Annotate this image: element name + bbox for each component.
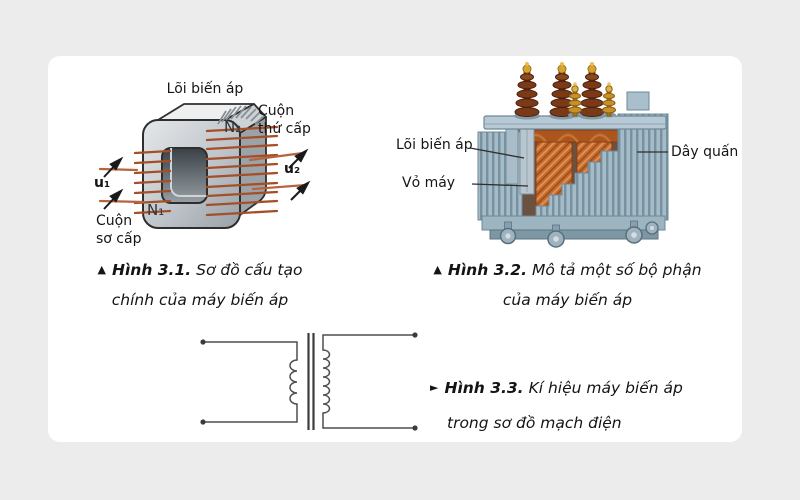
secondary-side xyxy=(322,334,416,429)
fig1-label-n2: N₂ xyxy=(224,118,242,136)
fig1-caption-text2: chính của máy biến áp xyxy=(111,291,289,309)
tank-casing xyxy=(477,113,669,240)
stepped-fins xyxy=(535,150,619,221)
corner-hatch xyxy=(217,105,265,125)
hv-bushings xyxy=(514,62,616,120)
primary-winding xyxy=(133,149,172,215)
leader-casing xyxy=(471,183,529,187)
triangle-up-marker: ▲ xyxy=(97,263,107,276)
figure-card: Lõi biến áp Cuộn thứ cấp Cuộn sơ cấp N₂ … xyxy=(48,56,742,442)
bushing-large xyxy=(579,62,605,120)
lead-wires xyxy=(98,151,308,204)
bushing-large xyxy=(514,62,540,120)
fig3-caption-text2: trong sơ đồ mạch điện xyxy=(447,414,622,432)
bushing-small xyxy=(568,82,582,118)
fig2-label-winding: Dây quấn xyxy=(671,144,739,160)
fig1-label-u1: u₁ xyxy=(94,175,111,191)
fig2-caption-text1: Mô tả một số bộ phận xyxy=(531,261,702,279)
triangle-right-marker: ► xyxy=(430,381,439,394)
terminal-dots xyxy=(200,332,418,431)
window-depth-edge xyxy=(170,148,207,197)
bushing-large xyxy=(549,62,575,120)
fig1-caption: ▲ Hình 3.1.Sơ đồ cấu tạo chính của máy bi… xyxy=(70,255,330,315)
fig1-caption-text1: Sơ đồ cấu tạo xyxy=(196,261,303,279)
tank-lid xyxy=(483,91,667,130)
fig3-caption: ► Hình 3.3.Kí hiệu máy biến áp trong sơ đ… xyxy=(430,370,715,441)
voltage-arrows xyxy=(103,148,311,210)
fig1-transformer-structure-diagram xyxy=(98,103,311,229)
fig1-label-n1: N₁ xyxy=(147,201,165,219)
fig2-transformer-cutaway xyxy=(469,62,669,248)
fig3-transformer-symbol xyxy=(200,332,418,431)
leader-core xyxy=(469,147,525,159)
fig1-label-u2: u₂ xyxy=(284,161,301,177)
leader-lines xyxy=(469,147,668,187)
fig1-label-core: Lõi biến áp xyxy=(166,81,244,97)
fig2-caption-number: Hình 3.2. xyxy=(447,261,527,279)
fig2-caption: ▲ Hình 3.2.Mô tả một số bộ phận của máy b… xyxy=(425,255,710,315)
primary-side xyxy=(202,341,298,423)
fig1-caption-number: Hình 3.1. xyxy=(112,261,192,279)
fig1-label-secondary-coil: Cuộn thứ cấp xyxy=(258,103,311,137)
base-frame xyxy=(489,229,659,240)
fig2-caption-text2: của máy biến áp xyxy=(502,291,633,309)
caster-wheels xyxy=(499,220,659,248)
secondary-winding xyxy=(205,125,279,217)
bushing-small xyxy=(602,82,616,118)
core-bars xyxy=(307,333,315,430)
right-fins xyxy=(617,113,669,221)
fig2-label-core: Lõi biến áp xyxy=(396,137,473,153)
fig3-caption-number: Hình 3.3. xyxy=(444,379,524,397)
junction-box xyxy=(626,91,650,111)
fig2-label-casing: Vỏ máy xyxy=(402,175,456,191)
fig3-caption-text1: Kí hiệu máy biến áp xyxy=(528,379,683,397)
fig1-label-primary-coil: Cuộn sơ cấp xyxy=(96,213,142,247)
triangle-up-marker: ▲ xyxy=(433,263,442,276)
